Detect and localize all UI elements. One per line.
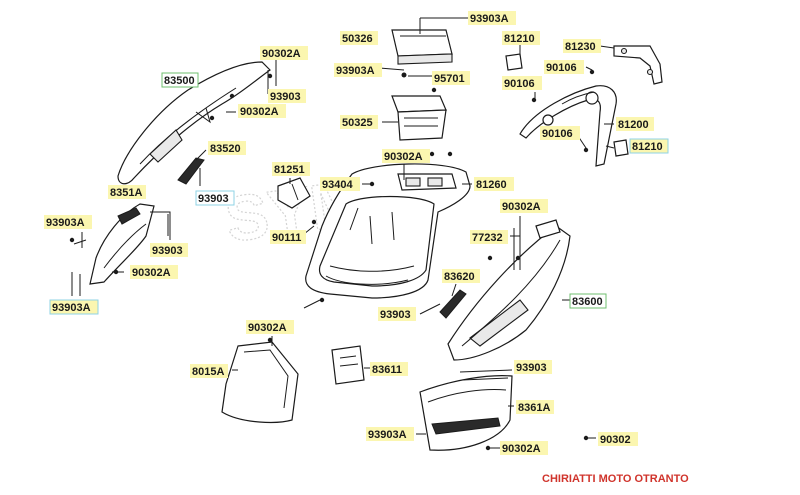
side-cover-8361A (419, 375, 513, 451)
label-81210-right: 81210 (632, 141, 663, 153)
label-81230: 81230 (565, 41, 596, 53)
label-83600: 83600 (572, 296, 603, 308)
label-83520: 83520 (210, 143, 241, 155)
part-labels: 93903A 50326 93903A 95701 81210 81230 90… (44, 11, 669, 455)
label-93903A-left: 93903A (46, 217, 85, 229)
plate-83611 (331, 345, 365, 385)
clip-81210-top (505, 53, 523, 71)
label-77232: 77232 (472, 232, 503, 244)
label-90302A-f: 90302A (248, 322, 287, 334)
label-81210-top: 81210 (504, 33, 535, 45)
label-90111: 90111 (272, 232, 301, 244)
label-90106-c: 90106 (542, 128, 573, 140)
screws (69, 69, 595, 451)
label-93903A-top: 93903A (470, 13, 509, 25)
label-93404: 93404 (322, 179, 353, 191)
box-cover-50326 (391, 29, 453, 65)
body-cover-83500 (117, 61, 271, 185)
label-bg (468, 11, 516, 25)
label-81260: 81260 (476, 179, 507, 191)
label-90302A-g: 90302A (502, 443, 541, 455)
label-90302A-a: 90302A (262, 48, 301, 60)
label-81251: 81251 (274, 164, 305, 176)
label-90302A-e: 90302A (132, 267, 171, 279)
storage-box-81260 (305, 163, 471, 299)
label-83500: 83500 (164, 75, 195, 87)
label-8351A: 8351A (110, 187, 142, 199)
label-90106-b: 90106 (504, 78, 535, 90)
label-81200: 81200 (618, 119, 649, 131)
label-50326: 50326 (342, 33, 373, 45)
label-90302A-c: 90302A (384, 151, 423, 163)
label-95701: 95701 (434, 73, 465, 85)
clip-81210-right (613, 139, 629, 157)
label-93903-e: 93903 (516, 362, 547, 374)
bracket-81251 (277, 177, 311, 209)
rear-carrier-81200 (519, 85, 617, 167)
label-83620: 83620 (444, 271, 475, 283)
label-90302A-d: 90302A (502, 201, 541, 213)
label-83611: 83611 (372, 364, 402, 376)
label-93903A-mid: 93903A (336, 65, 375, 77)
label-90106-a: 90106 (546, 62, 577, 74)
leader-lines (71, 17, 615, 449)
label-93903-d: 93903 (380, 309, 411, 321)
panel-83620 (439, 289, 467, 319)
label-8015A: 8015A (192, 366, 224, 378)
credit-text: CHIRIATTI MOTO OTRANTO (542, 473, 689, 485)
tray-50325 (391, 95, 447, 141)
label-90302: 90302 (600, 434, 631, 446)
label-50325: 50325 (342, 117, 373, 129)
label-90302A-b: 90302A (240, 106, 279, 118)
label-93903-a: 93903 (270, 91, 301, 103)
label-93903A-bottomleft: 93903A (52, 302, 91, 314)
side-cover-8351A (89, 203, 155, 285)
bracket-81230 (613, 45, 663, 85)
label-93903A-bottom: 93903A (368, 429, 407, 441)
label-93903-b: 93903 (198, 193, 229, 205)
cover-83520 (177, 157, 205, 185)
label-93903-c: 93903 (152, 245, 183, 257)
cover-8015A (221, 341, 299, 423)
side-cover-83600 (447, 219, 571, 361)
label-8361A: 8361A (518, 402, 550, 414)
